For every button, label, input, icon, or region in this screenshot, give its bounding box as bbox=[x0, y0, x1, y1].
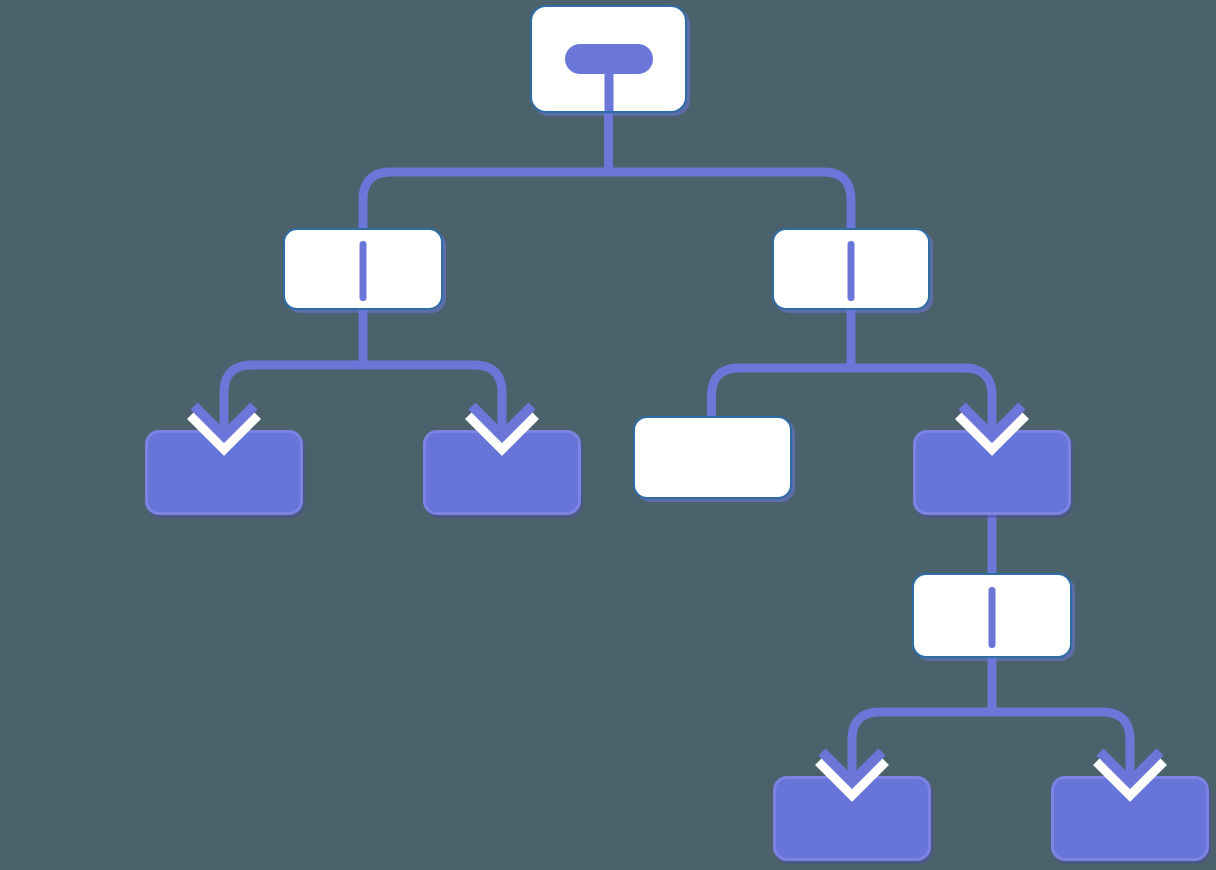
connector-left-subtree bbox=[219, 360, 507, 432]
node-branch-right[interactable] bbox=[772, 228, 930, 310]
vertical-bar-icon bbox=[988, 587, 996, 648]
vertical-bar-icon bbox=[847, 241, 855, 301]
node-branch-bottom[interactable] bbox=[912, 573, 1072, 658]
connector-level1 bbox=[358, 167, 856, 228]
node-branch-left[interactable] bbox=[283, 228, 443, 310]
node-empty-card[interactable] bbox=[633, 416, 792, 499]
connector-bottom-subtree bbox=[847, 707, 1135, 778]
vertical-bar-icon bbox=[359, 241, 367, 301]
node-leaf-4[interactable] bbox=[773, 776, 931, 861]
node-leaf-3[interactable] bbox=[913, 430, 1071, 515]
node-leaf-2[interactable] bbox=[423, 430, 581, 515]
node-leaf-5[interactable] bbox=[1051, 776, 1209, 861]
node-leaf-1[interactable] bbox=[145, 430, 303, 515]
node-root[interactable] bbox=[530, 5, 687, 113]
